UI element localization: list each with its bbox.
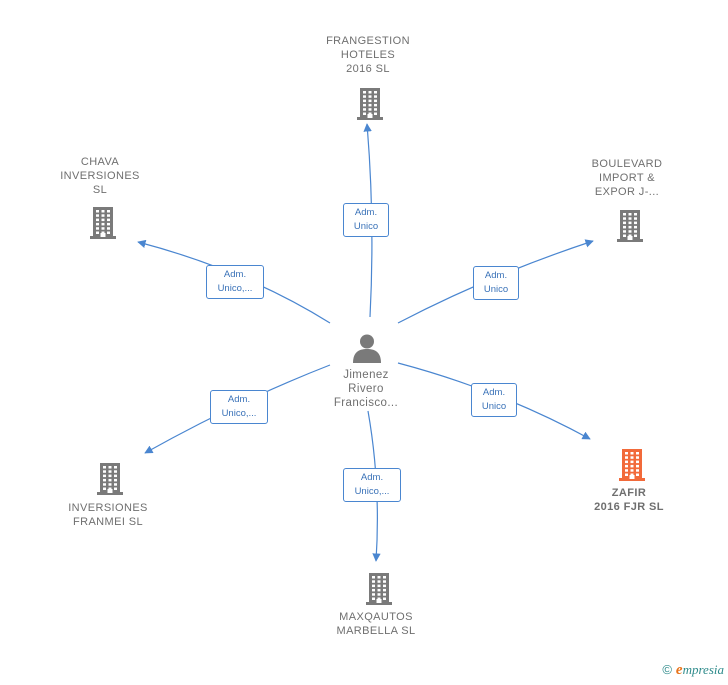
edge-label-frangestion: Adm. Unico: [343, 203, 389, 237]
company-label-zafir[interactable]: ZAFIR 2016 FJR SL: [594, 487, 664, 513]
edge-label-franmei: Adm. Unico,...: [210, 390, 268, 424]
edge-label-chava: Adm. Unico,...: [206, 265, 264, 299]
edge-label-boulevard: Adm. Unico: [473, 266, 519, 300]
building-icon[interactable]: [617, 447, 647, 481]
brand-footer: ©empresia: [662, 662, 724, 679]
center-person-label[interactable]: Jimenez Rivero Francisco...: [333, 369, 399, 409]
company-label-frangestion[interactable]: FRANGESTION HOTELES 2016 SL: [326, 35, 410, 75]
building-icon[interactable]: [95, 461, 125, 495]
company-label-franmei[interactable]: INVERSIONES FRANMEI SL: [68, 502, 148, 528]
brand-logo-initial: e: [675, 662, 683, 678]
brand-logo-text: mpresia: [682, 662, 724, 677]
building-icon[interactable]: [615, 208, 645, 242]
company-label-maxqautos[interactable]: MAXQAUTOS MARBELLA SL: [336, 611, 416, 637]
building-icon[interactable]: [88, 205, 118, 239]
company-label-boulevard[interactable]: BOULEVARD IMPORT & EXPOR J-...: [591, 158, 663, 198]
building-icon[interactable]: [364, 571, 394, 605]
copyright-icon: ©: [662, 662, 672, 677]
person-icon[interactable]: [351, 333, 383, 363]
company-label-chava[interactable]: CHAVA INVERSIONES SL: [60, 156, 140, 196]
edge-label-maxqautos: Adm. Unico,...: [343, 468, 401, 502]
building-icon[interactable]: [355, 86, 385, 120]
edge-label-zafir: Adm. Unico: [471, 383, 517, 417]
